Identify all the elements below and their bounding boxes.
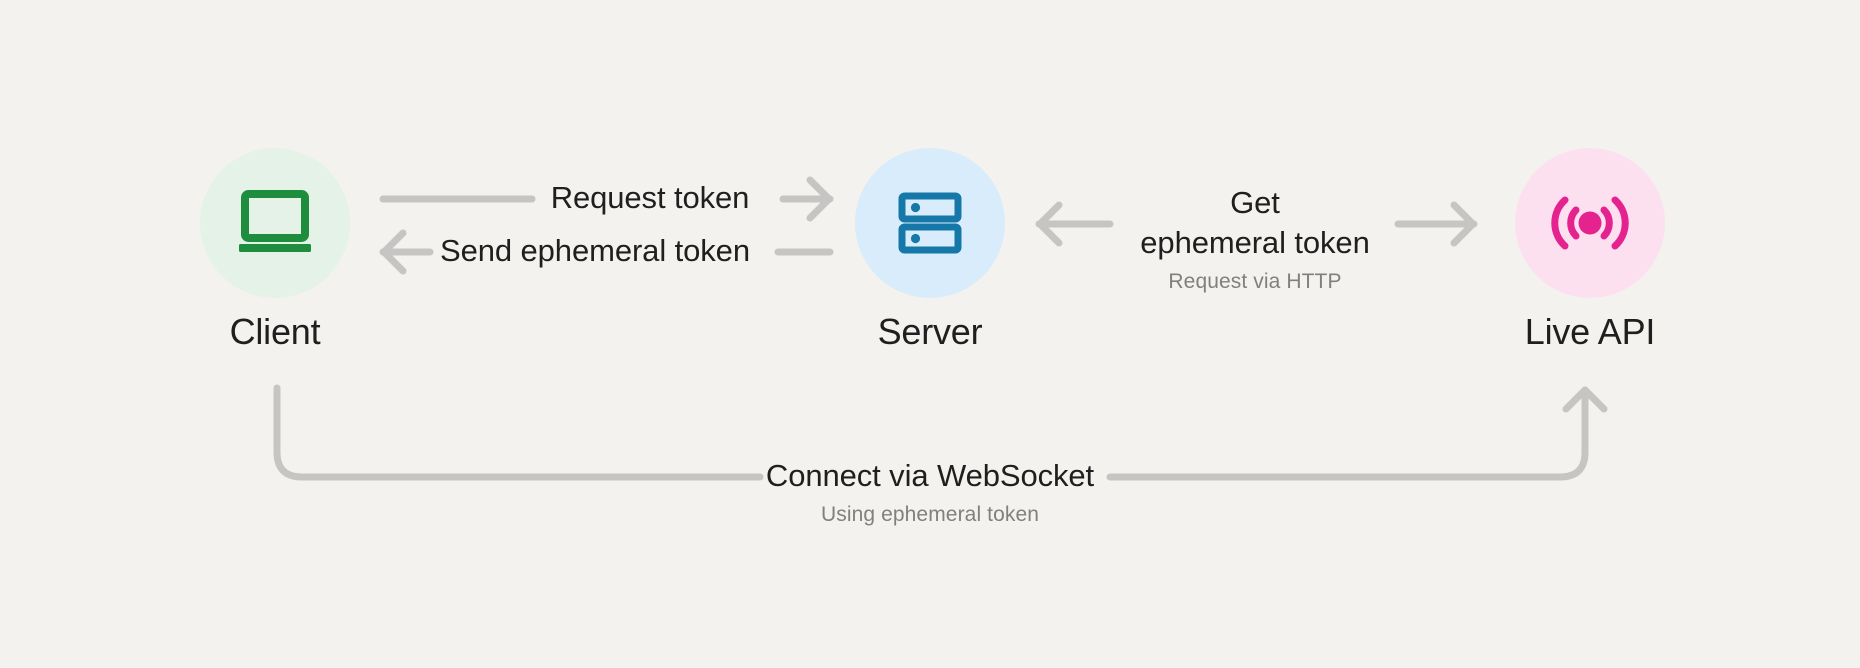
edge-label-request-token: Request token — [540, 178, 760, 218]
edge-get-ephemeral-token-subtitle: Request via HTTP — [1168, 270, 1342, 293]
edge-connect-websocket-subtitle: Using ephemeral token — [820, 503, 1040, 526]
node-live-api-circle — [1515, 148, 1665, 298]
node-client[interactable]: Client — [175, 148, 375, 354]
broadcast-signal-icon — [1551, 196, 1629, 250]
node-live-api-label: Live API — [1524, 311, 1656, 352]
node-server-circle — [855, 148, 1005, 298]
node-live-api[interactable]: Live API — [1490, 148, 1690, 354]
edge-label-get-ephemeral-token: Get ephemeral token Request via HTTP — [1100, 183, 1410, 297]
server-rack-icon — [898, 192, 962, 254]
edge-get-ephemeral-token-title: Get ephemeral token — [1140, 185, 1370, 260]
edge-connect-websocket-title: Connect via WebSocket — [765, 458, 1095, 493]
edge-send-ephemeral-token-title: Send ephemeral token — [440, 233, 750, 268]
edge-request-token-title: Request token — [550, 180, 750, 215]
node-server[interactable]: Server — [830, 148, 1030, 354]
laptop-icon — [239, 190, 311, 252]
edge-label-connect-websocket: Connect via WebSocket Using ephemeral to… — [720, 456, 1140, 530]
edge-label-send-ephemeral-token: Send ephemeral token — [430, 231, 760, 271]
node-server-label: Server — [877, 311, 983, 352]
node-client-circle — [200, 148, 350, 298]
node-client-label: Client — [229, 311, 321, 352]
